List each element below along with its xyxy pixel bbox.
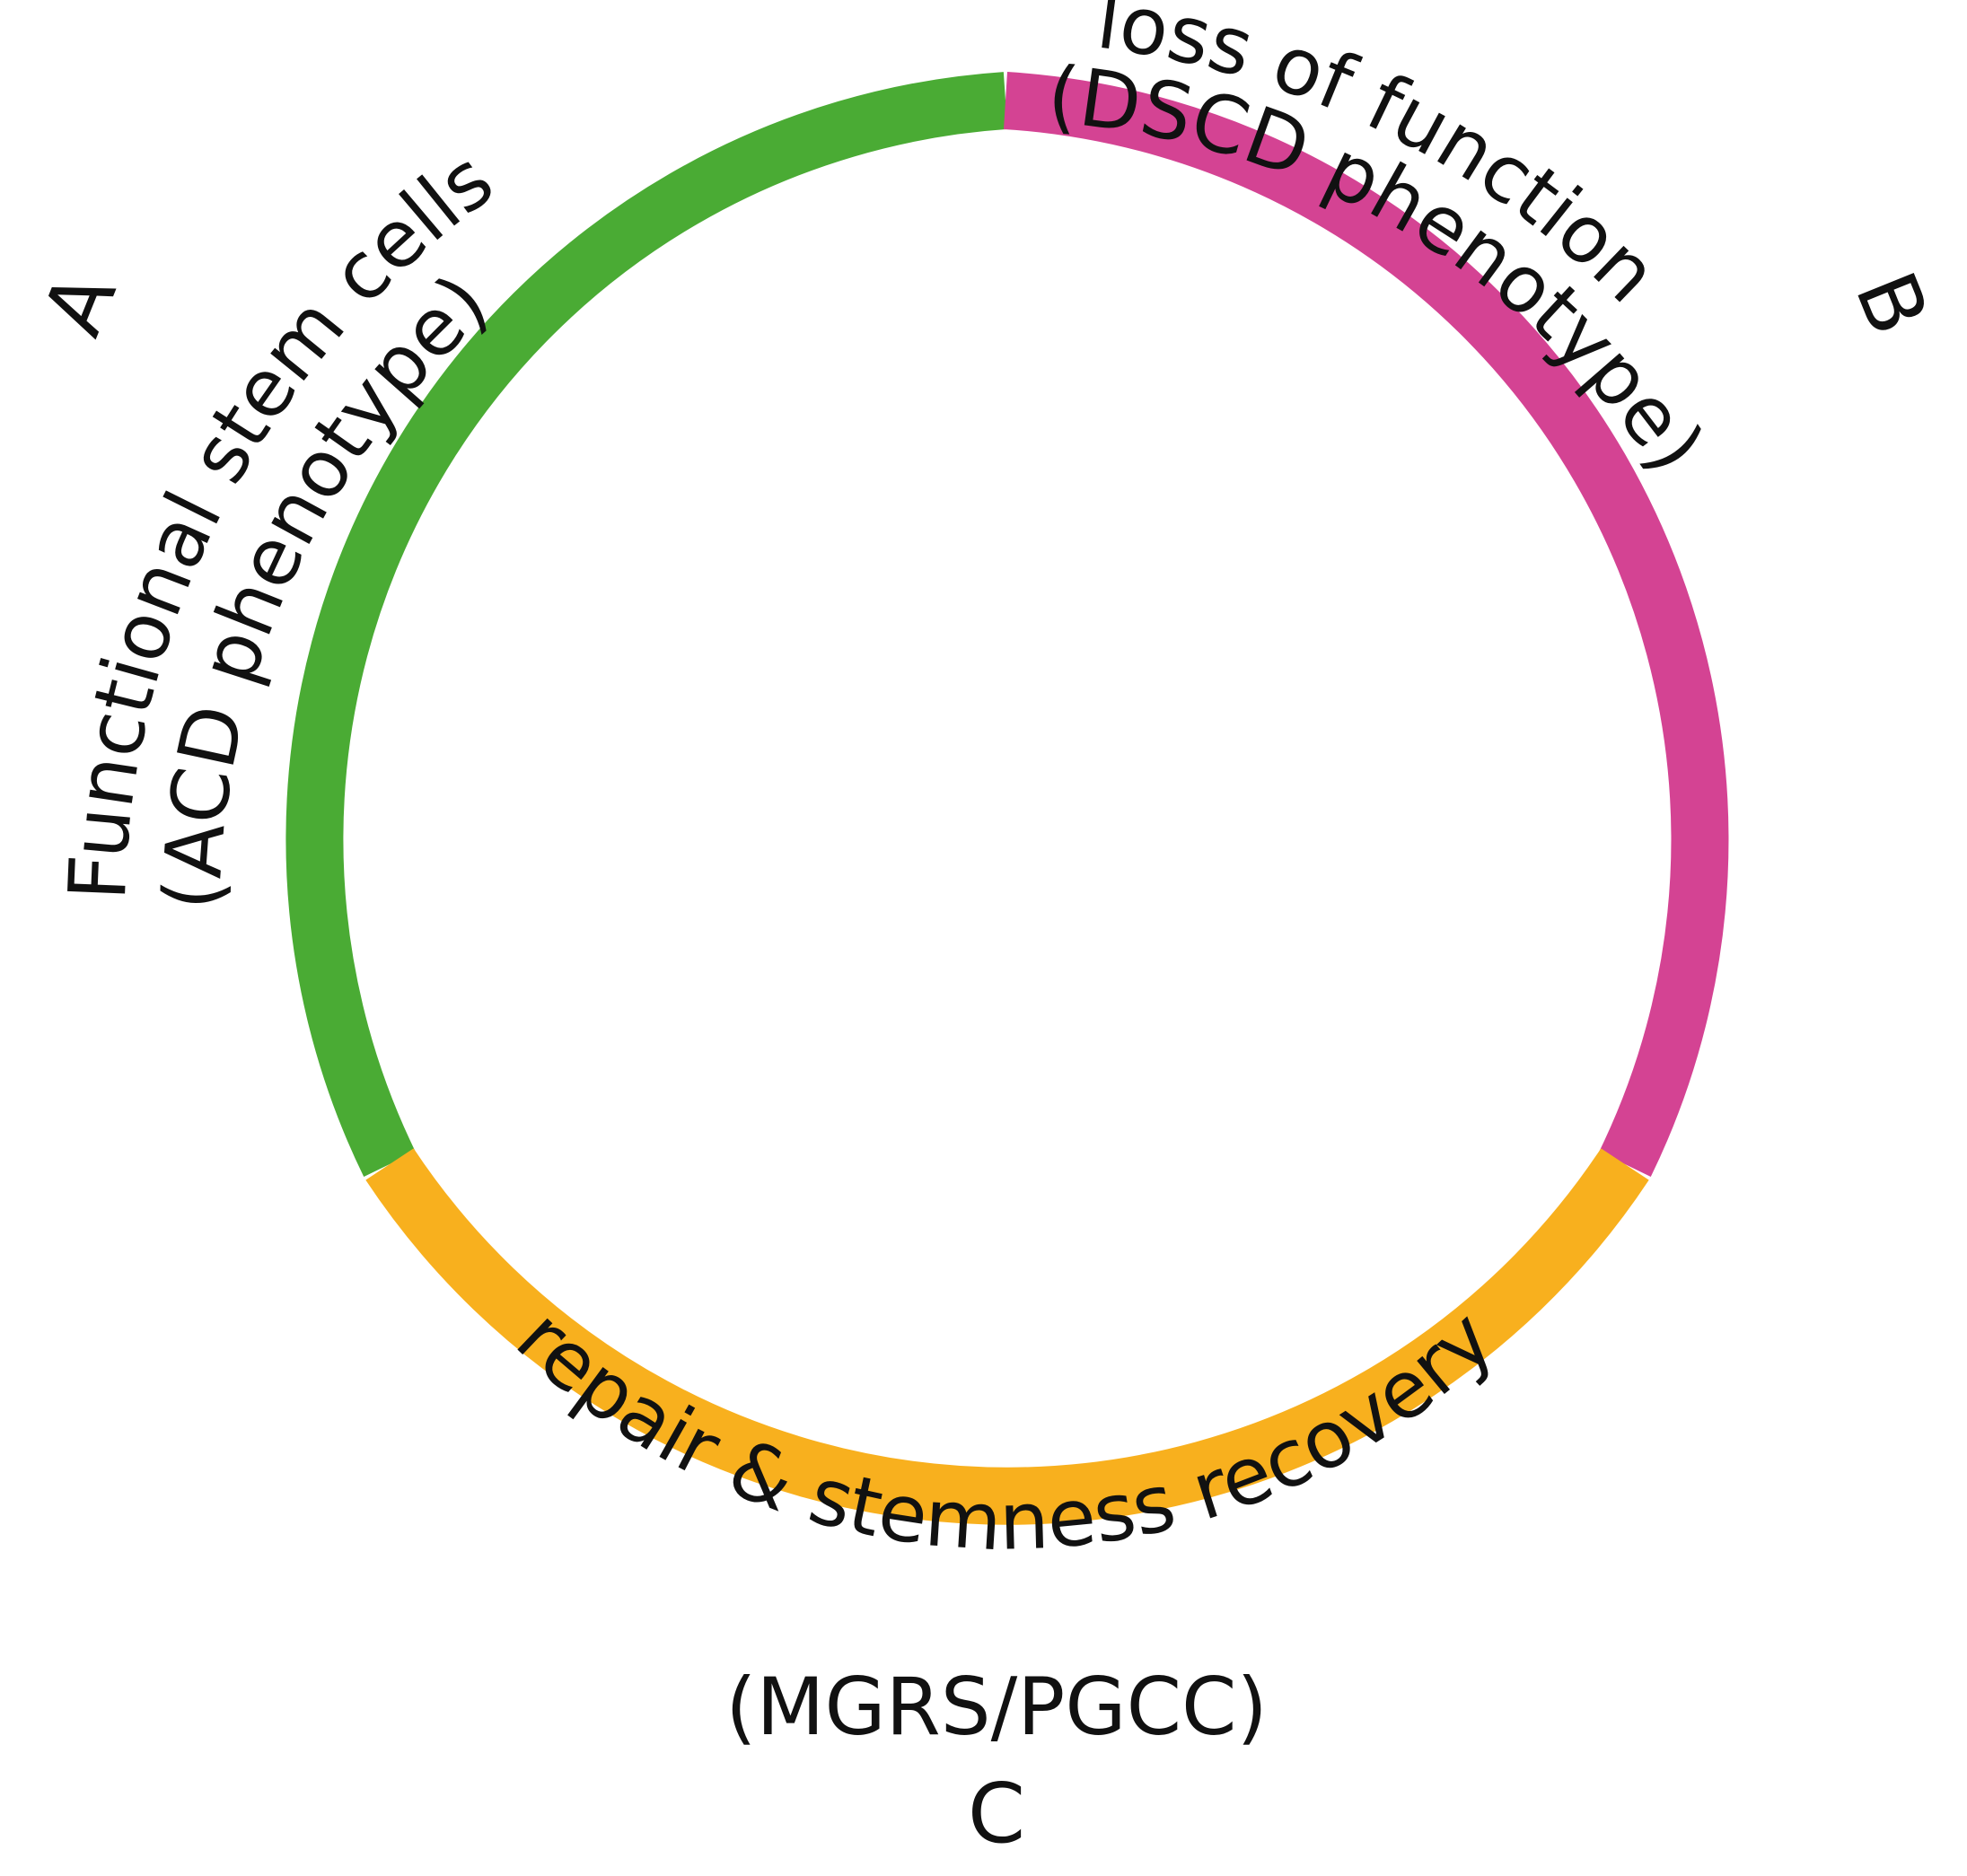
- label-a-letter: A: [24, 259, 135, 347]
- ring-arc-repair-recovery: [365, 1148, 1649, 1525]
- label-b-letter: B: [1837, 259, 1947, 348]
- ring-arc-loss-of-function: [1003, 72, 1729, 1177]
- ring-arc-functional-stem-cells: [285, 72, 1008, 1178]
- label-c-subtitle: (MGRS/PGCC): [725, 1661, 1268, 1753]
- label-c-letter: C: [968, 1766, 1025, 1862]
- label-c-title-path: repair & stemness recovery: [499, 1292, 1511, 1569]
- label-c-title: repair & stemness recovery: [499, 1292, 1511, 1569]
